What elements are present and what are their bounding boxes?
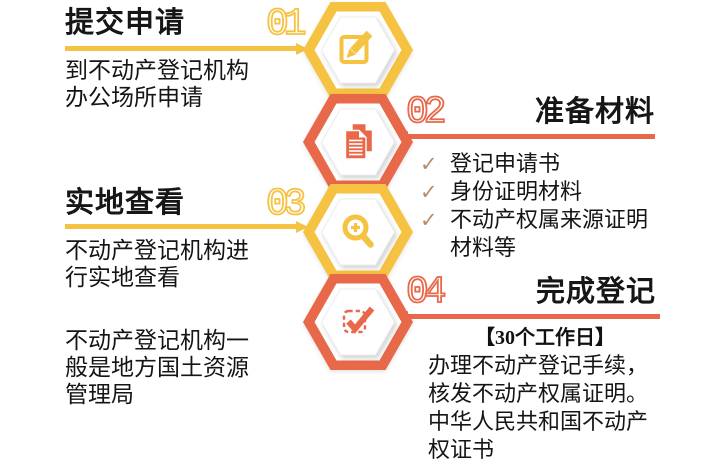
step4-hexagon: [303, 272, 413, 372]
step3-title: 实地查看: [65, 187, 186, 219]
step2-checklist: ✓ 登记申请书 ✓ 身份证明材料 ✓ 不动产权属来源证明 材料等: [420, 150, 670, 262]
checklist-item-label: 不动产权属来源证明 材料等: [450, 207, 649, 260]
step1-connector-line: [65, 42, 308, 55]
checkmark-icon: ✓: [420, 152, 438, 176]
step2-title: 准备材料: [534, 96, 655, 128]
step3-number: 03: [265, 183, 307, 226]
checklist-item-label: 登记申请书: [450, 151, 561, 176]
step4-description: 办理不动产登记手续， 核发不动产权属证明。 中华人民共和国不动产 权证书: [428, 353, 649, 462]
step1-number: 01: [265, 3, 307, 46]
step1-title: 提交申请: [65, 7, 186, 39]
zoom-in-icon: [342, 214, 374, 248]
edit-icon: [339, 30, 373, 64]
checklist-item: ✓ 登记申请书: [420, 150, 670, 178]
checklist-item-label: 身份证明材料: [450, 179, 583, 204]
step4-title: 完成登记: [535, 276, 656, 308]
checklist-item: ✓ 不动产权属来源证明 材料等: [420, 206, 670, 262]
checkbox-icon: [342, 306, 375, 334]
step2-connector-line: [396, 130, 655, 143]
step3-note: 不动产登记机构一 般是地方国土资源 管理局: [65, 327, 249, 407]
checklist-item: ✓ 身份证明材料: [420, 178, 670, 206]
step3-description: 不动产登记机构进 行实地查看: [65, 237, 249, 290]
step1-hexagon: [303, 0, 413, 100]
step4-number: 04: [405, 271, 447, 314]
checkmark-icon: ✓: [420, 180, 438, 204]
documents-icon: [344, 122, 374, 160]
step3-connector-line: [65, 220, 308, 233]
step4-connector-line: [396, 310, 660, 323]
step3-hexagon: [303, 182, 413, 282]
checkmark-icon: ✓: [420, 208, 438, 232]
step2-number: 02: [405, 91, 447, 134]
step4-duration-badge: 【30个工作日】: [475, 327, 615, 349]
step1-description: 到不动产登记机构 办公场所申请: [65, 57, 249, 110]
step2-hexagon: [303, 92, 413, 192]
